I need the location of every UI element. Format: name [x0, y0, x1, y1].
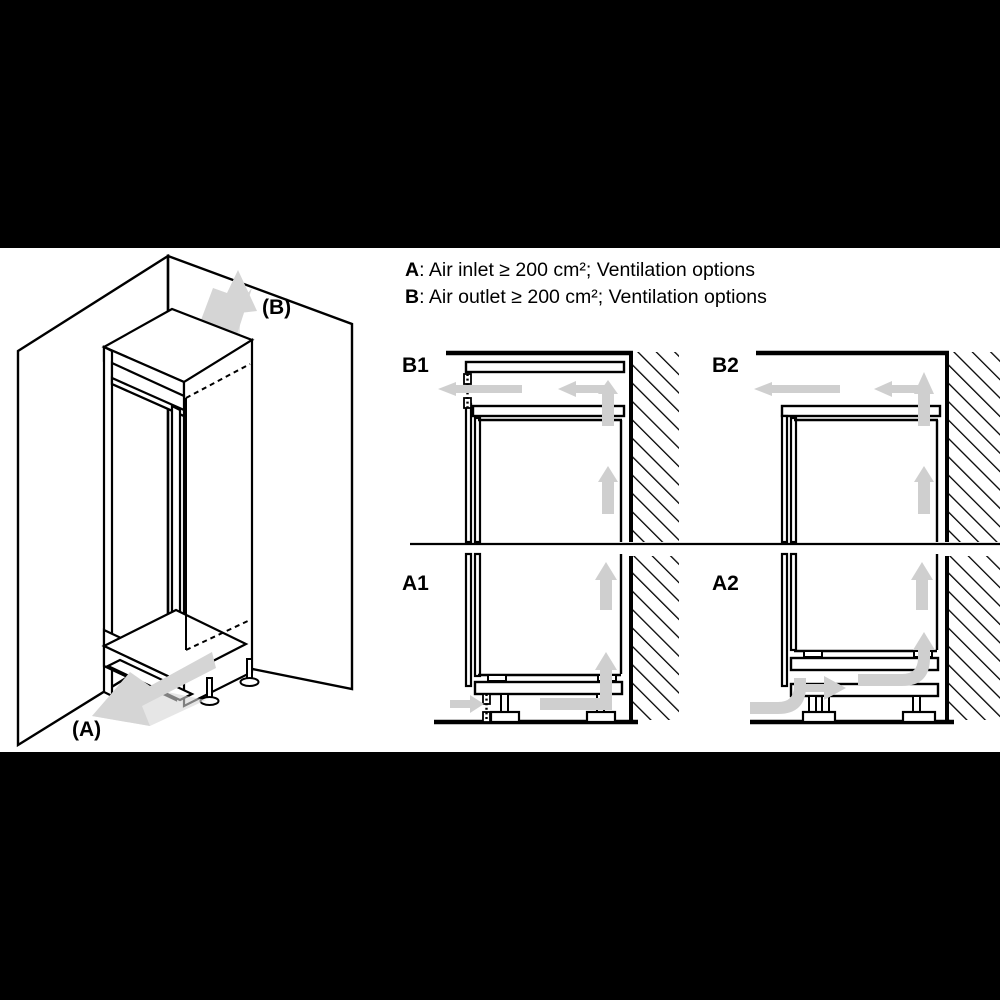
B1-cabinet-side-outer	[464, 402, 473, 544]
B1-arrow-top-left	[558, 381, 606, 397]
A2-cabinet-side-outer	[780, 552, 789, 688]
B1-upper-shelf	[464, 360, 626, 374]
legend-key-b: B	[405, 286, 420, 308]
B1-cabinet-side-inner	[473, 416, 482, 544]
B1-arrow-rear-up-top	[598, 380, 618, 426]
iso-cabinet	[101, 307, 255, 708]
A2-appliance-pad-left	[803, 650, 823, 658]
A1-arrow-rear-up-top	[595, 562, 617, 610]
panel-B1: B1	[402, 350, 679, 544]
B2-arrow-rear-up-bottom	[914, 466, 934, 514]
ventilation-options-grid: B1	[390, 344, 1000, 752]
A2-upper-plinth-shelf	[789, 656, 940, 672]
legend-text-a: : Air inlet ≥ 200 cm²; Ventilation optio…	[419, 259, 755, 281]
A2-arrow-inlet-curve	[750, 676, 846, 714]
panel-A1: A1	[402, 552, 679, 725]
legend-text-b: : Air outlet ≥ 200 cm²; Ventilation opti…	[419, 286, 767, 308]
B1-lower-shelf	[471, 404, 626, 418]
B1-wall-hatch	[631, 352, 679, 542]
B1-arrow-out-left	[438, 382, 522, 396]
panel-B2: B2	[712, 350, 1000, 544]
legend-line-b: B: Air outlet ≥ 200 cm²; Ventilation opt…	[405, 284, 965, 311]
A1-plinth-foot-left	[489, 710, 521, 724]
iso-adjustable-feet	[199, 658, 260, 706]
B2-wall-hatch	[947, 352, 1000, 542]
panel-B2-label: B2	[712, 354, 739, 377]
panel-A1-label: A1	[402, 572, 429, 595]
A2-cabinet-side-inner	[789, 552, 798, 652]
A1-arrow-rear-rise	[595, 652, 617, 710]
panel-A2: A2	[712, 552, 1000, 725]
panel-A2-label: A2	[712, 572, 739, 595]
A1-wall-hatch	[631, 556, 679, 720]
B2-lower-shelf	[780, 404, 942, 418]
diagram-content-area: A: Air inlet ≥ 200 cm²; Ventilation opti…	[0, 248, 1000, 752]
isometric-illustration: (B) (A)	[0, 248, 390, 752]
A2-plinth-foot-right	[901, 710, 937, 724]
A1-arrow-inlet-left	[450, 695, 484, 713]
iso-air-inlet-arrow	[92, 652, 216, 726]
B2-arrow-top-left	[874, 381, 922, 397]
A1-appliance-pad-left	[487, 674, 507, 682]
B2-cabinet-side-outer	[780, 414, 789, 544]
A2-arrow-rear-up-top	[911, 562, 933, 610]
A1-plinth-shelf	[473, 680, 624, 696]
iso-label-b: (B)	[262, 296, 291, 319]
B2-cabinet-side-inner	[789, 416, 798, 544]
A1-plinth-foot-right	[585, 710, 617, 724]
legend-line-a: A: Air inlet ≥ 200 cm²; Ventilation opti…	[405, 257, 965, 284]
A2-arrow-rear-curve-up	[858, 632, 935, 686]
B2-arrow-out-left	[754, 382, 840, 396]
A1-cabinet-side-outer	[464, 552, 473, 688]
iso-label-a: (A)	[72, 718, 101, 741]
B1-arrow-rear-up-bottom	[598, 466, 618, 514]
A2-wall-hatch	[947, 556, 1000, 720]
legend: A: Air inlet ≥ 200 cm²; Ventilation opti…	[405, 257, 965, 311]
B2-arrow-rear-up-top	[914, 372, 934, 426]
A1-cabinet-side-inner	[473, 552, 482, 678]
iso-hidden-edges	[185, 363, 251, 651]
A2-plinth-foot-left	[801, 710, 837, 724]
A1-arrow-along-plinth	[540, 698, 606, 710]
legend-key-a: A	[405, 259, 420, 281]
panel-B1-label: B1	[402, 354, 429, 377]
